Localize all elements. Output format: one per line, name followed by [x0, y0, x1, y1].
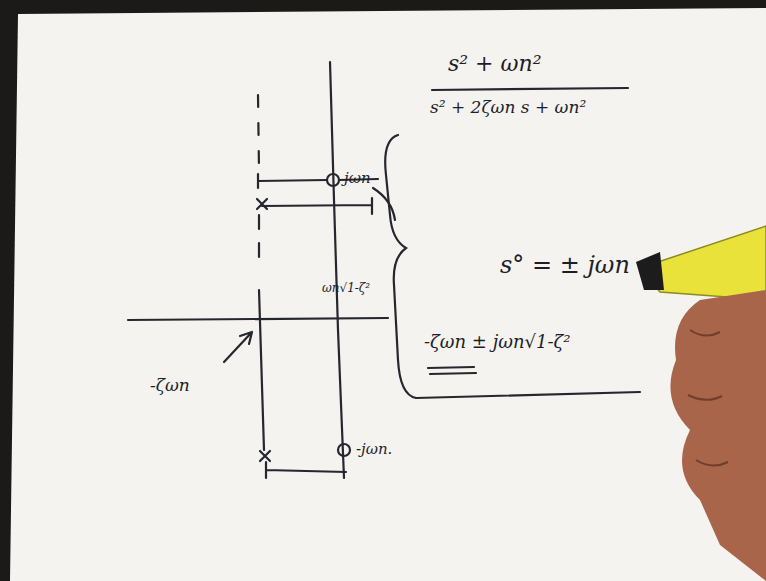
underline: [428, 367, 476, 374]
poles-expression: -ζωn ± jωn√1-ζ²: [424, 332, 570, 352]
marker-tip: [636, 252, 664, 290]
zeros-equation: s° = ± jωn: [500, 252, 630, 278]
zero-label: jωn: [344, 170, 371, 187]
real-axis: [128, 318, 388, 320]
paper: [10, 8, 766, 581]
dimension-label: ωn√1-ζ²: [322, 282, 370, 295]
denominator: s² + 2ζωn s + ωn²: [430, 98, 586, 117]
dashed-guide: [258, 95, 259, 170]
hand-with-marker: [636, 226, 766, 581]
hand: [670, 290, 766, 581]
bracket: [373, 188, 395, 220]
zero-symbol: [327, 174, 339, 186]
fraction-bar: [432, 88, 628, 90]
imaginary-axis: [330, 62, 344, 478]
zero-label: -jωn.: [356, 441, 392, 458]
pole-symbol: [257, 199, 267, 209]
pole-symbol: [260, 451, 270, 461]
finger-lines: [688, 330, 728, 466]
brace-tail: [416, 392, 640, 398]
numerator: s² + ωn²: [448, 52, 541, 76]
dashed-guide: [258, 215, 260, 270]
dimension-line: [266, 462, 346, 478]
real-part-label: -ζωn: [150, 376, 190, 395]
leader-arrow: [224, 332, 252, 362]
curly-brace: [385, 135, 416, 398]
guide-line: [259, 290, 264, 450]
dimension-line: [262, 198, 372, 214]
zero-symbol: [338, 444, 350, 456]
